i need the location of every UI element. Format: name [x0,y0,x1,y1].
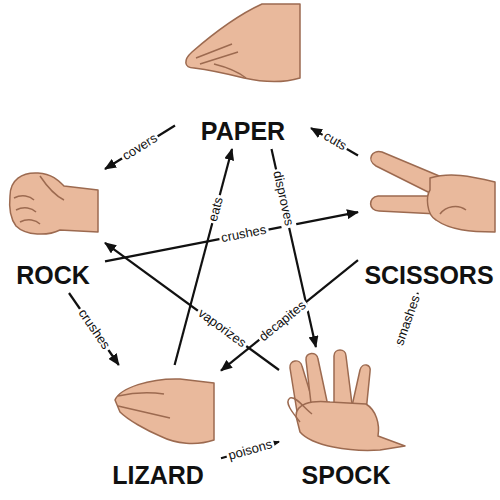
node-label: SCISSORS [364,261,493,290]
lizard-hand-lines [118,393,170,418]
edge-label: disproves [269,168,297,229]
arrow-connector [311,128,358,155]
spock-finger [334,350,352,406]
arrow-connector [105,243,279,370]
hand-node: LIZARD [98,368,218,490]
hand-node: SPOCK [282,350,410,490]
hand-node: SCISSORS [361,150,497,290]
node-label: LIZARD [112,461,204,490]
edge-label: covers [118,130,162,165]
scissors-hand [371,151,495,232]
edge-label: crushes [218,222,269,246]
lizard-hand-shape [115,379,214,444]
arrow-connector [69,293,119,365]
edge-label: crushes [74,304,114,353]
hand-node: ROCK [4,165,102,290]
spock-palm [296,402,405,451]
spock-thumb [288,398,312,422]
arrow-connector [221,260,358,371]
paper-hand [186,4,300,82]
paper-hand-shape [186,4,300,82]
edge-label: decapites [255,296,311,345]
edge-label: cuts [319,128,351,155]
hand-node: PAPER [178,2,308,146]
edge-label: eats [205,194,227,225]
scissors-thumb-line [440,207,466,214]
edge-label: poisons [224,436,275,464]
rock-hand [10,173,98,234]
node-label: PAPER [201,117,285,146]
rock-fist-shape [10,173,98,234]
scissors-palm [428,175,495,232]
node-label: ROCK [16,261,90,290]
edge-label: smashes [392,291,425,349]
lizard-hand [115,379,214,444]
rock-fist-lines [14,176,64,224]
node-label: SPOCK [302,461,391,490]
paper-hand-lines [196,44,246,78]
edge-label: vaporizes [193,304,250,351]
spock-hand [288,350,405,450]
arrow-connector [105,212,358,261]
arrow-connector [105,126,175,170]
